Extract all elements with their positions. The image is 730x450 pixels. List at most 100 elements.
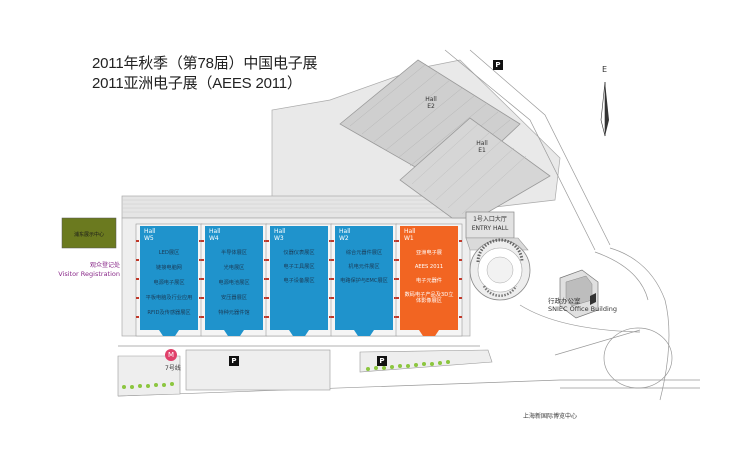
- hall-door-mark: [136, 259, 139, 261]
- hall-door-mark: [264, 259, 267, 261]
- hall-body-w2: [335, 226, 393, 336]
- hall-door-mark: [396, 297, 399, 299]
- hall-zone-label: 数码电子产品及3D立体影像展区: [404, 292, 454, 304]
- hall-door-mark: [199, 297, 202, 299]
- hall-zone-label: 安压器展区: [221, 295, 247, 301]
- hall-door-mark: [264, 297, 267, 299]
- hall-zone-label: 电子元器件: [416, 278, 442, 284]
- hall-door-mark: [199, 259, 202, 261]
- hall-door-mark: [394, 297, 397, 299]
- hall-door-mark: [459, 316, 462, 318]
- hall-door-mark: [266, 259, 269, 261]
- service-center-block: [61, 217, 117, 249]
- corridor-stripes: [122, 199, 470, 213]
- hall-zone-label: 综合元器件展区: [345, 250, 383, 256]
- hall-door-mark: [136, 278, 139, 280]
- hall-door-mark: [201, 240, 204, 242]
- hall-zone-label: 特种元器件馆: [218, 310, 250, 316]
- hall-door-mark: [201, 297, 204, 299]
- hall-door-mark: [199, 240, 202, 242]
- hall-body-w4: [205, 226, 263, 336]
- hall-e1-building: [399, 117, 551, 219]
- hall-door-mark: [396, 240, 399, 242]
- hall-zone-label: 平板电脑及行业应用: [145, 295, 193, 301]
- service-center-label: 浦东展示中心: [73, 232, 105, 238]
- hall-zone-label: 链接电脑网: [156, 265, 182, 271]
- west-corridor: [121, 195, 471, 219]
- hall-door-mark: [201, 316, 204, 318]
- hall-door-mark: [201, 278, 204, 280]
- hall-door-mark: [136, 316, 139, 318]
- hall-door-mark: [459, 278, 462, 280]
- west-halls-layer: [135, 223, 463, 337]
- hall-door-mark: [396, 316, 399, 318]
- hall-door-mark: [329, 316, 332, 318]
- hall-door-mark: [331, 278, 334, 280]
- metro-line-label: 7号线: [165, 365, 181, 372]
- hall-door-mark: [136, 297, 139, 299]
- hall-door-mark: [331, 259, 334, 261]
- compass-icon: [600, 81, 609, 137]
- hall-door-mark: [394, 316, 397, 318]
- hall-door-mark: [199, 278, 202, 280]
- hall-door-mark: [266, 240, 269, 242]
- road-lines: [117, 49, 700, 401]
- hall-door-mark: [459, 259, 462, 261]
- hall-door-mark: [331, 316, 334, 318]
- hall-door-mark: [266, 316, 269, 318]
- compass-label: E: [602, 65, 608, 74]
- hall-zone-label: AEES 2011: [414, 264, 444, 270]
- hall-zone-label: 光电展区: [223, 265, 245, 271]
- hall-zone-label: 电路保护与EMC展区: [340, 278, 388, 284]
- metro-icon: M: [165, 349, 177, 361]
- hall-door-mark: [329, 240, 332, 242]
- hall-zone-label: 电源电子展区: [153, 280, 185, 286]
- hall-zone-label: LED展区: [158, 250, 180, 256]
- hall-door-mark: [331, 297, 334, 299]
- hall-zone-label: 机电元件展区: [348, 264, 380, 270]
- round-building: [469, 238, 531, 301]
- hall-door-mark: [331, 240, 334, 242]
- parking-icon-east: P: [377, 356, 387, 366]
- footer-label: 上海新国际博览中心: [523, 413, 578, 420]
- hall-door-mark: [264, 316, 267, 318]
- hall-door-mark: [459, 240, 462, 242]
- hall-zone-label: 电子设备展区: [283, 278, 315, 284]
- hall-body-w3: [270, 226, 328, 336]
- hall-door-mark: [329, 278, 332, 280]
- hall-door-mark: [201, 259, 204, 261]
- title-line-2: 2011亚洲电子展（AEES 2011）: [92, 75, 302, 92]
- hall-body-w1: [400, 226, 458, 336]
- visitor-registration-label: 观众登记处 Visitor Registration: [58, 262, 120, 278]
- hall-door-mark: [394, 259, 397, 261]
- hall-door-mark: [264, 240, 267, 242]
- hall-door-mark: [136, 240, 139, 242]
- hall-door-mark: [329, 259, 332, 261]
- hall-zone-label: 半导体展区: [221, 250, 247, 256]
- parking-icon-center: P: [229, 356, 239, 366]
- hall-door-mark: [394, 240, 397, 242]
- hall-zone-label: 电子工具展区: [283, 264, 315, 270]
- title-line-1: 2011年秋季（第78届）中国电子展: [92, 55, 318, 72]
- hall-door-mark: [266, 278, 269, 280]
- hall-door-mark: [264, 278, 267, 280]
- hall-door-mark: [394, 278, 397, 280]
- hall-door-mark: [266, 297, 269, 299]
- hall-zone-label: 电源电池展区: [218, 280, 250, 286]
- tree-dots: [122, 360, 450, 389]
- office-building: [559, 269, 599, 319]
- entry-hall-box: [465, 211, 515, 239]
- hall-zone-label: 仪器仪表展区: [283, 250, 315, 256]
- hall-door-mark: [199, 316, 202, 318]
